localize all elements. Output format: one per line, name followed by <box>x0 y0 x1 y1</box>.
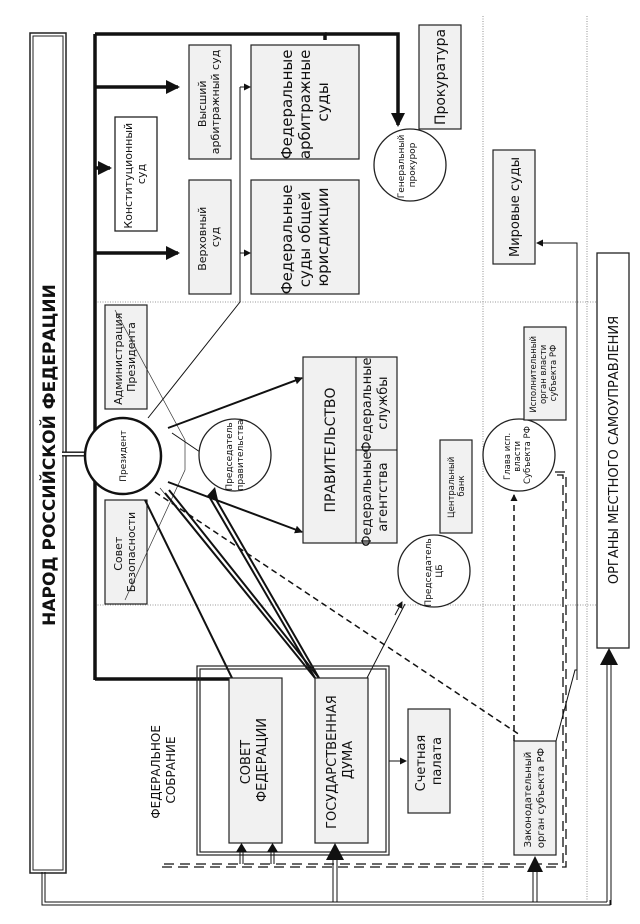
federal-assembly-label: ФЕДЕРАЛЬНОЕ СОБРАНИЕ <box>149 721 178 819</box>
svg-text:Исполнительный орган вла: Исполнительный орган власти субъекта РФ <box>529 333 559 412</box>
svg-text:СОВЕТ ФЕДЕРАЦИИ: СОВЕТ ФЕДЕРАЦИИ <box>239 718 270 802</box>
prosecutor-general[interactable]: Генеральный прокурор <box>373 128 447 202</box>
svg-text:ФЕДЕРАЛЬНОЕ СОБРАНИЕ: ФЕДЕРАЛЬНОЕ СОБРАНИЕ <box>149 721 178 818</box>
people-bottom-connector <box>41 872 611 906</box>
magistrate-courts[interactable]: Мировые суды <box>492 149 536 265</box>
people-title: НАРОД РОССИЙСКОЙ ФЕДЕРАЦИИ <box>38 284 60 626</box>
supreme-court[interactable]: Верховный суд <box>188 179 232 295</box>
svg-text:Законодательный орган су: Законодательный орган субъекта РФ <box>523 748 547 849</box>
svg-text:Глава исп. власти: Глава исп. власти Субъекта РФ <box>503 426 533 484</box>
svg-text:Центральный банк: Центральный банк <box>447 454 467 518</box>
accounts-chamber[interactable]: Счетная палата <box>407 708 451 814</box>
federation-council[interactable]: СОВЕТ ФЕДЕРАЦИИ <box>228 677 283 844</box>
people-to-local-gov-arrow <box>600 648 618 905</box>
svg-text:Верховный суд: Верховный суд <box>196 203 222 271</box>
svg-text:Федеральные агентства: Федеральные агентства <box>360 447 391 546</box>
svg-text:Федеральные суды общей: Федеральные суды общей юрисдикции <box>278 180 332 295</box>
judicial-spine <box>93 32 405 681</box>
svg-text:Администрация Президента: Администрация Президента <box>112 309 138 405</box>
svg-text:Президент: Президент <box>119 430 129 482</box>
constitutional-court[interactable]: Конституционный суд <box>114 116 158 232</box>
state-duma[interactable]: ГОСУДАРСТВЕННАЯ ДУМА <box>314 677 369 844</box>
local-government[interactable]: ОРГАНЫ МЕСТНОГО САМОУПРАВЛЕНИЯ <box>596 252 630 649</box>
svg-text:Федеральные службы: Федеральные службы <box>360 353 391 452</box>
government[interactable]: ПРАВИТЕЛЬСТВО Федеральные агентства Феде… <box>302 353 398 547</box>
government-label: ПРАВИТЕЛЬСТВО <box>323 387 339 512</box>
regional-head-exec[interactable]: Глава исп. власти Субъекта РФ <box>482 418 556 492</box>
regional-exec-body[interactable]: Исполнительный орган власти субъекта РФ <box>523 326 567 421</box>
cb-chairman[interactable]: Председатель ЦБ <box>397 534 471 608</box>
supreme-arbitration-court[interactable]: Высший арбитражный суд <box>188 44 232 160</box>
president[interactable]: Президент <box>83 416 163 496</box>
federal-agencies[interactable]: Федеральные агентства <box>360 447 391 547</box>
federal-services[interactable]: Федеральные службы <box>360 353 391 453</box>
svg-text:Председатель правительст: Председатель правительства <box>225 419 246 490</box>
svg-text:ГОСУДАРСТВЕННАЯ ДУМА: ГОСУДАРСТВЕННАЯ ДУМА <box>325 691 356 829</box>
svg-text:Генеральный прокурор: Генеральный прокурор <box>397 132 418 198</box>
president-connectors <box>114 301 521 736</box>
federal-arbitration-courts[interactable]: Федеральные арбитражные суды <box>250 44 360 160</box>
svg-text:Счетная палата: Счетная палата <box>414 731 445 792</box>
security-council[interactable]: Совет Безопасности <box>104 499 148 605</box>
prime-minister[interactable]: Председатель правительства <box>198 418 272 492</box>
regional-legislative-body[interactable]: Законодательный орган субъекта РФ <box>513 740 557 856</box>
regional-connectors <box>160 471 577 902</box>
region-separators <box>95 16 600 900</box>
central-bank[interactable]: Центральный банк <box>439 439 473 534</box>
svg-text:Высший арбитражный суд: Высший арбитражный суд <box>196 49 222 154</box>
svg-text:Конституционный суд: Конституционный суд <box>122 119 148 228</box>
svg-text:Мировые суды: Мировые суды <box>508 157 523 257</box>
federal-general-courts[interactable]: Федеральные суды общей юрисдикции <box>250 179 360 295</box>
legislature-input-arrows <box>236 843 344 902</box>
prosecution[interactable]: Прокуратура <box>418 24 462 130</box>
svg-text:Совет Безопасности: Совет Безопасности <box>112 512 138 592</box>
people-banner: НАРОД РОССИЙСКОЙ ФЕДЕРАЦИИ <box>29 32 67 874</box>
svg-text:Федеральные арбитражные: Федеральные арбитражные суды <box>278 45 332 160</box>
regional-to-magistrate-connector <box>536 239 578 680</box>
svg-text:Председатель ЦБ: Председатель ЦБ <box>424 535 445 606</box>
svg-text:ОРГАНЫ МЕСТНОГО САМОУПРАВЛЕНИЯ: ОРГАНЫ МЕСТНОГО САМОУПРАВЛЕНИЯ <box>607 316 622 584</box>
svg-text:Прокуратура: Прокуратура <box>433 29 449 125</box>
